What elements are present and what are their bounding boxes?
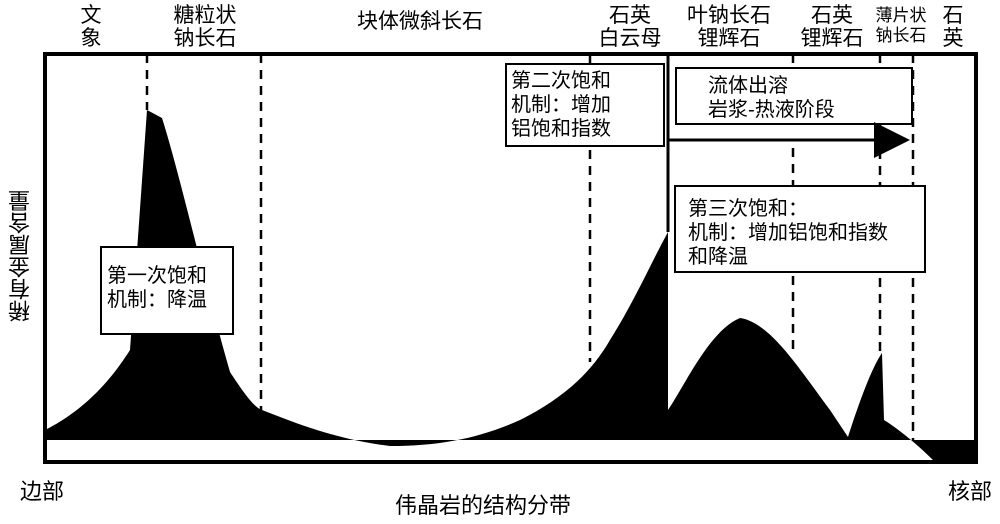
zone-label-sugary-albite: 糖粒状 钠长石 (173, 3, 237, 50)
zone-label-blocky-microcline: 块体微斜长石 (357, 9, 483, 33)
zone-label-quartz-spodumene: 石英 锂辉石 (800, 3, 864, 50)
zone-label-quartz-core: 石 英 (942, 3, 964, 50)
plot-frame (43, 52, 978, 464)
zone-label-cleavelandite-spodumene: 叶钠长石 锂辉石 (687, 3, 771, 50)
zone-label-graphic: 文 象 (80, 3, 102, 50)
first-saturation-text: 第一次饱和 机制：降温 (107, 263, 207, 311)
zone-label-quartz-muscovite: 石英 白云母 (598, 3, 662, 50)
zone-label-platy-albite: 薄片状 钠长石 (875, 6, 927, 46)
third-saturation-text: 第三次饱和： 机制：增加铝饱和指数 和降温 (688, 196, 888, 268)
second-saturation-text: 第二次饱和 机制：增加 铝饱和指数 (511, 68, 611, 140)
box-third-saturation (674, 185, 926, 273)
x-axis-label: 伟晶岩的结构分带 (395, 494, 572, 519)
x-axis-right-end: 核部 (948, 480, 993, 505)
y-axis-label: 稀有金属含量 (9, 190, 34, 322)
box-first-saturation (100, 246, 234, 335)
fluid-exsolution-text: 流体出溶 岩浆-热液阶段 (708, 73, 835, 121)
x-axis-left-end: 边部 (20, 480, 65, 505)
box-second-saturation (505, 63, 665, 147)
concentration-profile (45, 110, 976, 462)
box-fluid-exsolution (675, 67, 913, 125)
